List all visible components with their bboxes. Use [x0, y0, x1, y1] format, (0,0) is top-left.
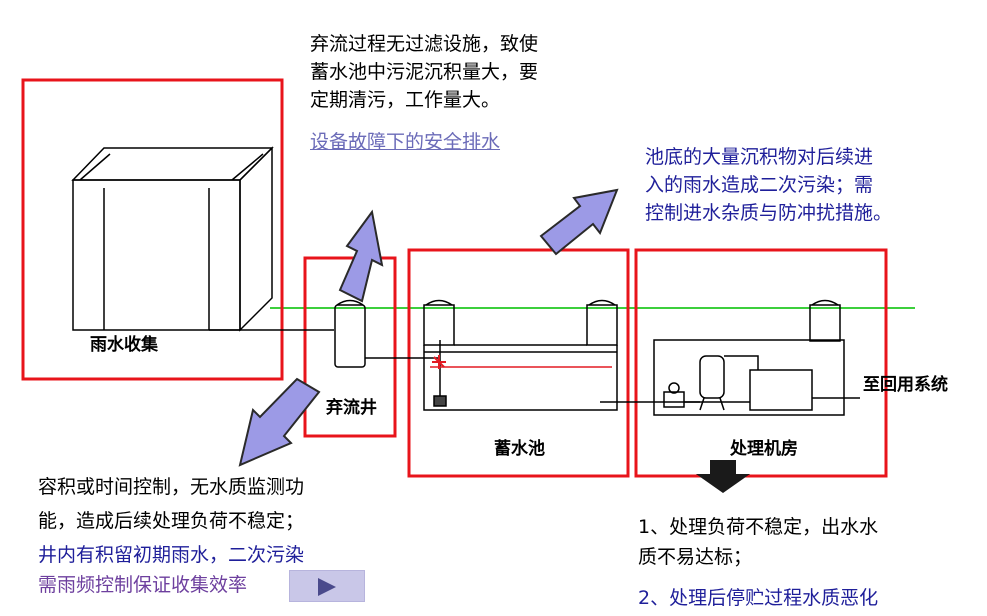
- note-left-line-1: 容积或时间控制，无水质监测功: [38, 476, 305, 498]
- label-treatment-room: 处理机房: [730, 439, 798, 459]
- note-top-line-2: 蓄水池中污泥沉积量大，要: [310, 61, 539, 83]
- highlight-box-storage-tank: [407, 248, 630, 478]
- arrow-up-icon: [338, 209, 384, 303]
- building-icon: [71, 146, 274, 332]
- note-right-line-1: 1、处理负荷不稳定，出水水: [638, 516, 879, 538]
- play-triangle-icon: [318, 578, 336, 596]
- label-diverter-well: 弃流井: [326, 398, 377, 418]
- note-tank: 池底的大量沉积物对后续进 入的雨水造成二次污染；需 控制进水杂质与防冲扰措施。: [645, 143, 892, 227]
- label-storage-tank: 蓄水池: [494, 439, 545, 459]
- highlight-box-treatment-room: [634, 248, 888, 478]
- treatment-room-icon: [653, 299, 860, 416]
- diverter-well-icon: [334, 299, 440, 368]
- note-tank-line-1: 池底的大量沉积物对后续进: [645, 146, 874, 168]
- safe-drain-link[interactable]: 设备故障下的安全排水: [310, 131, 501, 153]
- arrow-up-right-icon: [539, 188, 619, 256]
- flow-marker-icon: [432, 355, 446, 369]
- note-top-line-3: 定期清污，工作量大。: [310, 89, 501, 111]
- note-right-line-2: 质不易达标；: [638, 546, 753, 568]
- note-right: 1、处理负荷不稳定，出水水 质不易达标；: [638, 512, 878, 572]
- note-top: 弃流过程无过滤设施，致使 蓄水池中污泥沉积量大，要 定期清污，工作量大。: [310, 30, 538, 114]
- note-left-purple: 需雨频控制保证收集效率: [38, 574, 248, 596]
- note-top-line-1: 弃流过程无过滤设施，致使: [310, 33, 539, 55]
- highlight-box-rain-collect: [21, 78, 284, 381]
- arrow-down-icon: [696, 460, 750, 493]
- note-tank-line-2: 入的雨水造成二次污染；需: [645, 174, 874, 196]
- label-to-reuse: 至回用系统: [863, 375, 948, 395]
- note-left-blue: 井内有积留初期雨水，二次污染: [38, 544, 305, 566]
- highlight-box-diverter-well: [303, 256, 397, 438]
- note-left: 容积或时间控制，无水质监测功 能，造成后续处理负荷不稳定；: [38, 470, 304, 538]
- note-tank-line-3: 控制进水杂质与防冲扰措施。: [645, 202, 893, 224]
- note-left-line-2: 能，造成后续处理负荷不稳定；: [38, 510, 305, 532]
- label-rain-collect: 雨水收集: [90, 335, 158, 355]
- storage-tank-icon: [423, 299, 750, 411]
- play-button[interactable]: [289, 570, 365, 602]
- arrow-down-left-icon: [238, 377, 321, 467]
- note-right-blue: 2、处理后停贮过程水质恶化: [638, 587, 879, 609]
